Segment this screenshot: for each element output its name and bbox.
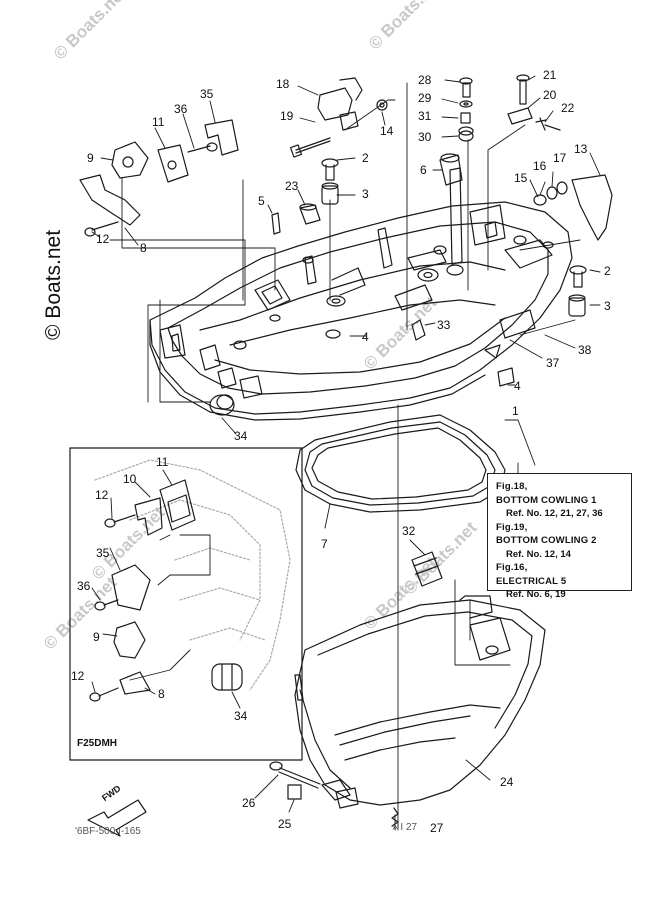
callout-31: 31 [418,109,432,123]
leader-lines [91,75,601,831]
callout-3-top: 3 [362,187,369,201]
ref-line: ELECTRICAL 5 [496,575,567,587]
ref-line: Ref. No. 6, 19 [506,589,566,600]
callout-13: 13 [574,142,588,156]
callout-32: 32 [402,524,416,538]
callout-22: 22 [561,101,575,115]
reference-box: Fig.18, BOTTOM COWLING 1 Ref. No. 12, 21… [487,473,632,600]
callout-25: 25 [278,817,292,831]
callout-17: 17 [553,151,567,165]
drawing-code: '6BF-500 I-165 [75,826,141,837]
callout-8-inset: 8 [158,687,165,701]
callout-10: 10 [123,472,137,486]
callout-9-top: 9 [87,151,94,165]
ref-line: BOTTOM COWLING 2 [496,535,597,546]
callout-36-inset: 36 [77,579,91,593]
callout-3-right: 3 [604,299,611,313]
callout-21: 21 [543,68,557,82]
ref-line: Ref. No. 12, 21, 27, 36 [506,508,603,519]
callout-28: 28 [418,73,432,87]
callout-16: 16 [533,159,547,173]
ref-line: Fig.19, [496,521,528,533]
ref-line: Fig.16, [496,562,528,573]
forward-arrow [87,799,147,837]
callout-12-inset-b: 12 [71,669,85,683]
callout-8-top: 8 [140,241,147,255]
callout-29: 29 [418,91,432,105]
assembly-lines [109,82,581,831]
bottom-cowling-upper [149,167,573,421]
brand-watermark: © Boats.net [42,229,65,340]
callout-19: 19 [280,109,294,123]
callout-37: 37 [546,356,560,370]
callout-26: 26 [242,796,256,810]
callout-14: 14 [380,124,394,138]
callout-35-top: 35 [200,87,214,101]
ref-line: Ref. No. 12, 14 [506,548,571,560]
callout-5: 5 [258,194,265,208]
callout-6: 6 [420,163,427,177]
callout-34-inset: 34 [234,709,248,723]
callout-12-top: 12 [96,232,110,246]
inset-model-label: F25DMH [77,738,118,749]
drawing-code-mid: » I 27 [392,822,418,833]
callout-15: 15 [514,171,528,185]
callout-33: 33 [437,318,451,332]
inset-detail [69,447,303,761]
callout-36-top: 36 [174,102,188,116]
callout-18: 18 [276,77,290,91]
callout-9-inset: 9 [93,630,100,644]
callout-2-right: 2 [604,264,611,278]
bottom-cowling-lower [294,595,546,809]
callout-7: 7 [321,537,328,551]
callout-4-mid: 4 [362,330,369,344]
seal-gasket [295,414,506,513]
small-parts [79,74,613,827]
callout-23: 23 [285,179,299,193]
callout-35-inset: 35 [96,546,110,560]
callout-2-top: 2 [362,151,369,165]
callout-11-inset: 11 [156,455,169,469]
callout-30: 30 [418,130,432,144]
callout-27: 27 [430,821,444,835]
callout-12-inset-a: 12 [95,488,109,502]
ref-line: BOTTOM COWLING 1 [496,494,597,506]
callout-11-top: 11 [152,115,165,129]
callout-24: 24 [500,775,514,789]
callout-1: 1 [512,404,519,418]
callout-34-top: 34 [234,429,248,443]
callout-38: 38 [578,343,592,357]
ref-line: Fig.18, [496,481,528,492]
callout-4-right: 4 [514,379,521,393]
callout-20: 20 [543,88,557,102]
